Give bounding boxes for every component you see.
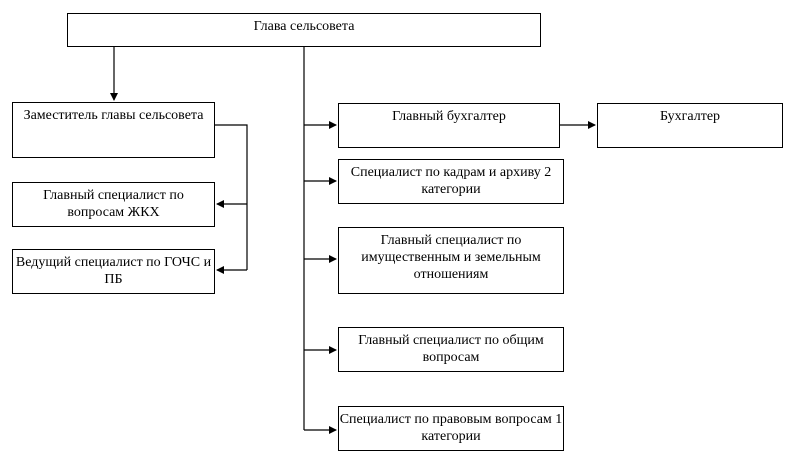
node-property-land: Главный специалист по имущественным и зе… xyxy=(338,227,564,294)
node-accountant-label: Бухгалтер xyxy=(659,109,721,124)
node-head: Глава сельсовета xyxy=(67,13,541,47)
node-legal: Специалист по правовым вопросам 1 катего… xyxy=(338,406,564,451)
node-gochs: Ведущий специалист по ГОЧС и ПБ xyxy=(12,249,215,294)
node-deputy-label: Заместитель главы сельсовета xyxy=(23,108,204,123)
node-hr-archive-label: Специалист по кадрам и архиву 2 категори… xyxy=(350,165,552,197)
node-deputy: Заместитель главы сельсовета xyxy=(12,102,215,158)
node-chief-accountant-label: Главный бухгалтер xyxy=(392,109,506,124)
node-property-land-label: Главный специалист по имущественным и зе… xyxy=(361,233,541,282)
node-accountant: Бухгалтер xyxy=(597,103,783,148)
node-legal-label: Специалист по правовым вопросам 1 катего… xyxy=(339,412,563,444)
node-zhkh: Главный специалист по вопросам ЖКХ xyxy=(12,182,215,227)
node-zhkh-label: Главный специалист по вопросам ЖКХ xyxy=(43,188,184,220)
node-gochs-label: Ведущий специалист по ГОЧС и ПБ xyxy=(15,255,212,287)
node-head-label: Глава сельсовета xyxy=(253,19,355,34)
node-chief-accountant: Главный бухгалтер xyxy=(338,103,560,148)
node-general-label: Главный специалист по общим вопросам xyxy=(358,333,544,365)
edge-deputy-trunk xyxy=(215,124,248,270)
node-hr-archive: Специалист по кадрам и архиву 2 категори… xyxy=(338,159,564,204)
node-general: Главный специалист по общим вопросам xyxy=(338,327,564,372)
